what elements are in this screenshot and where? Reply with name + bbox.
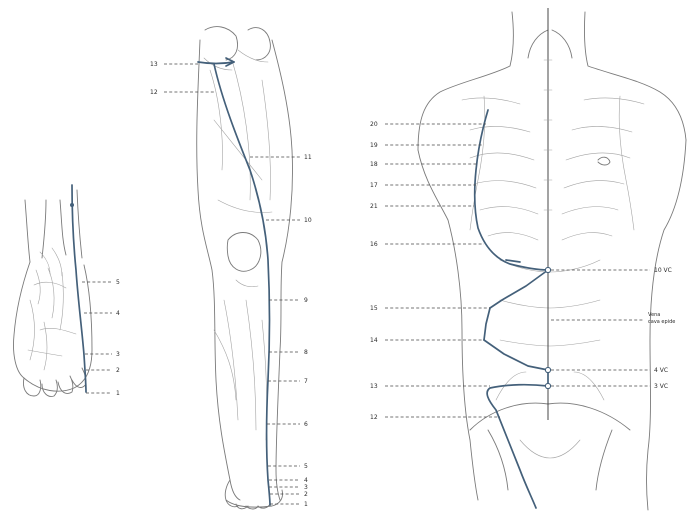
torso-point-16: 16 bbox=[370, 241, 378, 248]
foot-point-4: 4 bbox=[116, 310, 120, 317]
torso-point-21: 21 bbox=[370, 203, 378, 210]
torso-point-13: 13 bbox=[370, 383, 378, 390]
leg-meridian bbox=[198, 58, 270, 505]
foot-point-1: 1 bbox=[116, 390, 120, 397]
leg-point-10: 10 bbox=[304, 217, 312, 224]
leg-point-11: 11 bbox=[304, 154, 312, 161]
torso-point-18: 18 bbox=[370, 161, 378, 168]
torso-midline bbox=[544, 8, 552, 420]
leg-point-8: 8 bbox=[304, 349, 308, 356]
torso-point-12: 12 bbox=[370, 414, 378, 421]
foot-illustration bbox=[13, 190, 92, 396]
foot-point-3: 3 bbox=[116, 351, 120, 358]
vena-cava-label-line2: cava epide bbox=[648, 319, 675, 325]
leg-point-4: 4 bbox=[304, 477, 308, 484]
leg-point-2: 2 bbox=[304, 491, 308, 498]
leg-point-7: 7 bbox=[304, 378, 308, 385]
torso-point-10vc: 10 VC bbox=[654, 267, 672, 274]
torso-point-19: 19 bbox=[370, 142, 378, 149]
torso-right-labels: 10 VC Vena cava epide 4 VC 3 VC bbox=[551, 267, 675, 390]
foot-labels: 5 4 3 2 1 bbox=[82, 279, 120, 397]
torso-point-4vc: 4 VC bbox=[654, 367, 668, 374]
torso-point-15: 15 bbox=[370, 305, 378, 312]
torso-point-17: 17 bbox=[370, 182, 378, 189]
torso-point-3vc: 3 VC bbox=[654, 383, 668, 390]
leg-point-5: 5 bbox=[304, 463, 308, 470]
leg-point-13: 13 bbox=[150, 61, 158, 68]
torso-point-14: 14 bbox=[370, 337, 378, 344]
torso-illustration bbox=[418, 12, 686, 510]
torso-meridian bbox=[475, 110, 551, 508]
leg-point-6: 6 bbox=[304, 421, 308, 428]
leg-labels: 13 12 11 10 9 8 7 6 5 4 3 2 1 bbox=[150, 61, 312, 508]
foot-point-2: 2 bbox=[116, 367, 120, 374]
foot-point-5: 5 bbox=[116, 279, 120, 286]
torso-point-20: 20 bbox=[370, 121, 378, 128]
vena-cava-label-line1: Vena bbox=[648, 312, 660, 318]
leg-point-1: 1 bbox=[304, 501, 308, 508]
leg-illustration bbox=[197, 27, 293, 509]
leg-point-9: 9 bbox=[304, 297, 308, 304]
leg-point-12: 12 bbox=[150, 89, 158, 96]
leg-point-3: 3 bbox=[304, 484, 308, 491]
